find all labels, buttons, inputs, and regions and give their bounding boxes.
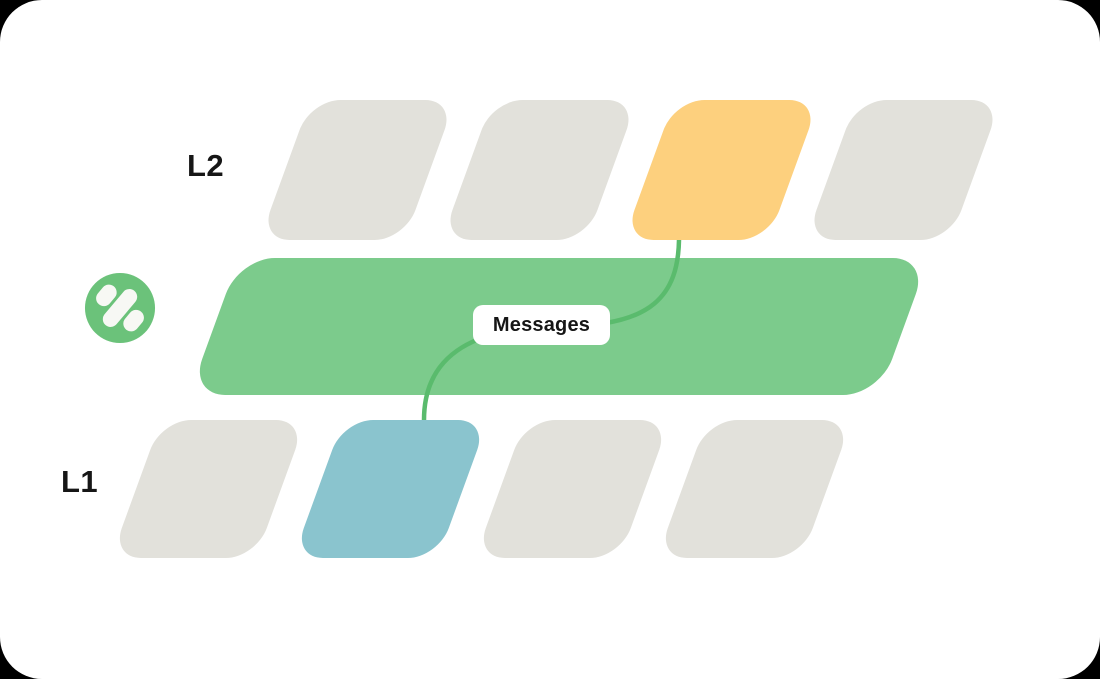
l1-block-4-gray bbox=[656, 420, 853, 558]
l2-block-1-gray bbox=[259, 100, 456, 240]
percent-logo-icon bbox=[84, 272, 156, 344]
l1-block-3-gray bbox=[474, 420, 671, 558]
l1-block-row bbox=[110, 420, 853, 558]
l2-block-row bbox=[259, 100, 1002, 240]
l2-block-4-gray bbox=[805, 100, 1002, 240]
l1-block-2-blue bbox=[292, 420, 489, 558]
l2-block-2-gray bbox=[441, 100, 638, 240]
l1-block-1-gray bbox=[110, 420, 307, 558]
layer-l2-label: L2 bbox=[187, 148, 225, 183]
messages-label-pill: Messages bbox=[473, 305, 610, 345]
layer-l1-label: L1 bbox=[61, 464, 99, 499]
l2-block-3-yellow bbox=[623, 100, 820, 240]
